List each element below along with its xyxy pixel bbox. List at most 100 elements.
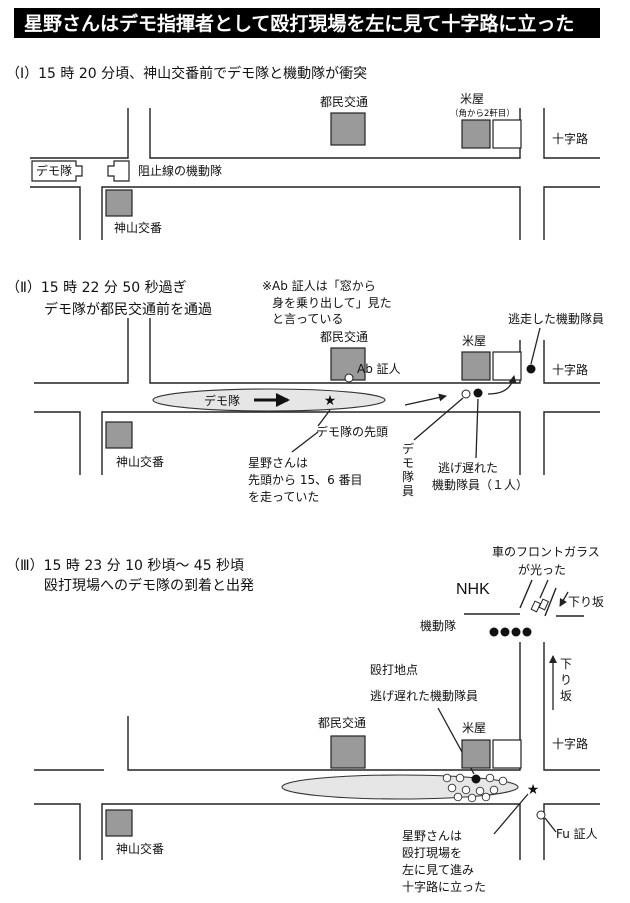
komeya-label: 米屋 — [462, 334, 486, 348]
demo-member-marker — [447, 783, 457, 793]
hoshino-label-4: 十字路に立った — [402, 879, 486, 894]
leader-line — [475, 398, 479, 459]
road-edge — [127, 642, 521, 771]
panel1-heading: （Ⅰ）15 時 20 分頃、神山交番前でデモ隊と機動隊が衝突 — [6, 65, 367, 82]
riot-officer-dot — [489, 627, 499, 637]
demo-member-marker — [461, 785, 471, 795]
downhill-char: 下 — [560, 657, 572, 671]
komeya-building — [461, 119, 491, 149]
demo-member-marker — [455, 773, 465, 783]
hoshino-label-2: 先頭から 15、6 番目 — [248, 473, 363, 487]
koban-label: 神山交番 — [116, 454, 164, 469]
downhill-label: 下り坂 — [568, 595, 604, 609]
panel-1: （Ⅰ）15 時 20 分頃、神山交番前でデモ隊と機動隊が衝突 都民交通 米屋 （… — [6, 65, 600, 240]
downhill-vertical-label: 下 り 坂 — [560, 657, 572, 703]
windshield-label-1: 車のフロントガラス — [492, 545, 600, 559]
leader-line — [317, 409, 331, 427]
diagram-title: 星野さんはデモ指揮者として殴打現場を左に見て十字路に立った — [24, 12, 574, 35]
road-edge — [543, 340, 600, 384]
koban-label: 神山交番 — [114, 220, 162, 235]
leader-line — [539, 579, 549, 599]
road-edge — [544, 587, 557, 617]
road-edge — [543, 803, 600, 860]
demo-member-marker — [489, 785, 499, 795]
demo-member-marker — [475, 786, 485, 796]
demo-member-cluster — [442, 773, 508, 803]
demo-member-char: モ — [402, 456, 414, 470]
riot-officer-dot — [500, 627, 510, 637]
leader-line — [544, 817, 557, 833]
downhill-arrow — [559, 591, 569, 607]
hoshino-label-3: を走っていた — [248, 490, 319, 504]
riot-officer-dot — [522, 627, 532, 637]
tomin-label: 都民交通 — [320, 329, 368, 344]
demo-member-marker — [467, 793, 477, 803]
downhill-char: り — [560, 673, 572, 687]
road-edge — [543, 186, 600, 240]
demo-head-label: デモ隊の先頭 — [316, 424, 388, 439]
koban-label: 神山交番 — [116, 841, 164, 856]
road-edge — [101, 803, 521, 860]
hoshino-star-icon: ★ — [324, 393, 337, 409]
crossroad-label: 十字路 — [552, 736, 588, 751]
demo-member-marker — [461, 389, 471, 399]
road-edge — [34, 411, 81, 475]
riot-line-label: 阻止線の機動隊 — [138, 163, 222, 178]
komeya-building — [461, 739, 491, 769]
ab-note-1: ※Ab 証人は「窓から — [262, 278, 376, 293]
koban-building — [105, 421, 133, 449]
leader-line — [413, 397, 464, 441]
ab-witness-marker — [344, 373, 354, 383]
car-windshield-icon — [530, 600, 542, 613]
car-windshield-icon — [538, 598, 550, 611]
road-edge — [543, 642, 600, 771]
demo-member-marker — [453, 792, 463, 802]
road-edge — [30, 108, 129, 159]
fled-officer-label: 逃走した機動隊員 — [508, 311, 604, 326]
road-edge — [34, 318, 129, 384]
beating-point-label: 殴打地点 — [370, 663, 418, 677]
hoshino-label-1: 星野さんは — [248, 456, 308, 470]
ab-witness-label: Ab 証人 — [357, 362, 401, 376]
panel3-heading-1: （Ⅲ）15 時 23 分 10 秒頃～ 45 秒頃 — [6, 558, 244, 574]
neighbor-building — [492, 119, 522, 149]
demo-member-marker — [481, 792, 491, 802]
movement-arrow — [404, 393, 447, 406]
road-edge — [34, 803, 81, 860]
koban-building — [105, 189, 133, 217]
komeya-note: （角から2軒目） — [450, 108, 515, 119]
downhill-char: 坂 — [560, 689, 572, 703]
road-edge — [543, 411, 600, 475]
hoshino-label-1: 星野さんは — [402, 829, 462, 843]
riot-officer-dot — [511, 627, 521, 637]
neighbor-building — [492, 351, 522, 381]
nhk-label: NHK — [456, 581, 490, 598]
leader-line — [493, 793, 529, 835]
ab-note-3: と言っている — [272, 312, 343, 326]
fu-witness-label: Fu 証人 — [556, 827, 598, 841]
windshield-label-2: が光った — [518, 562, 566, 577]
demo-member-marker — [442, 773, 452, 783]
komeya-label: 米屋 — [462, 721, 486, 735]
koban-building — [105, 809, 133, 837]
ab-note-2: 身を乗り出して」見た — [272, 295, 392, 310]
leader-line — [291, 431, 319, 453]
road-edge — [101, 186, 521, 240]
neighbor-building — [492, 739, 522, 769]
demo-label: デモ隊 — [36, 163, 72, 178]
crossroad-label: 十字路 — [552, 131, 588, 146]
road-edge — [30, 186, 81, 240]
panel2-heading-2: デモ隊が都民交通前を通過 — [44, 301, 212, 318]
left-behind-officer-dot — [473, 388, 483, 398]
hoshino-label-3: 左に見て進み — [402, 862, 474, 877]
tomin-kotsu-building — [330, 735, 366, 769]
left-behind-label-2: 機動隊員（１人） — [432, 477, 528, 492]
demo-label: デモ隊 — [204, 393, 240, 408]
panel-2: （Ⅱ）15 時 22 分 50 秒過ぎ デモ隊が都民交通前を通過 ※Ab 証人は… — [6, 278, 604, 504]
komeya-label: 米屋 — [460, 92, 484, 106]
demo-member-marker — [485, 773, 495, 783]
leader-line — [530, 327, 541, 365]
hoshino-label-2: 殴打現場を — [402, 846, 462, 860]
